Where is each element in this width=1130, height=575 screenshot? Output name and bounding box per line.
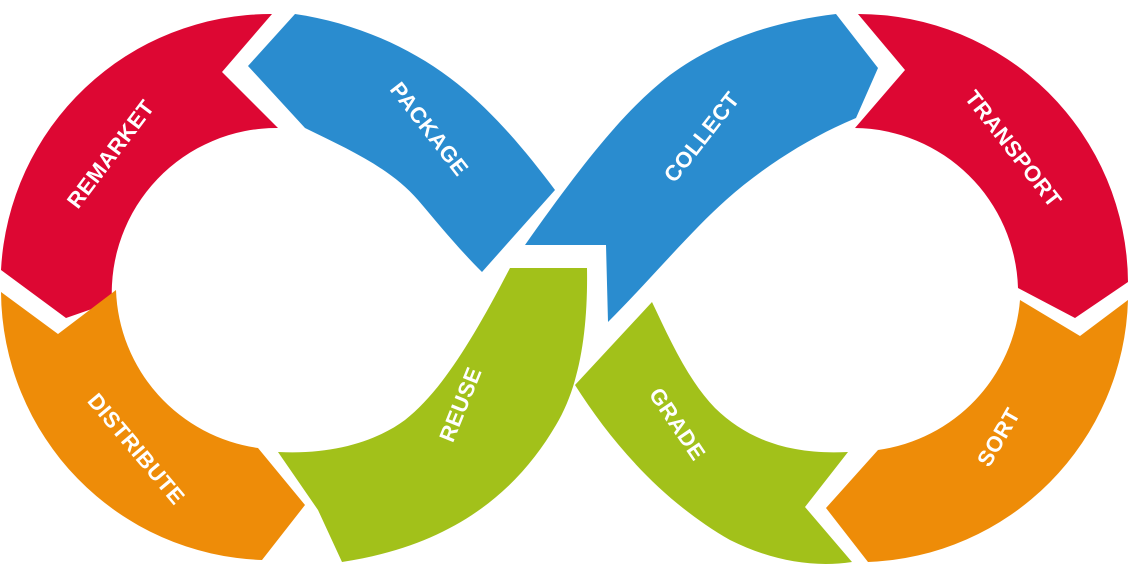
- segment-transport: [855, 14, 1128, 318]
- segment-reuse: [278, 268, 588, 562]
- segment-sort: [826, 300, 1128, 562]
- segment-distribute: [1, 290, 305, 560]
- segment-remarket: [1, 13, 278, 319]
- segment-grade: [575, 302, 852, 564]
- segment-collect: [525, 14, 878, 322]
- segment-package: [248, 14, 555, 272]
